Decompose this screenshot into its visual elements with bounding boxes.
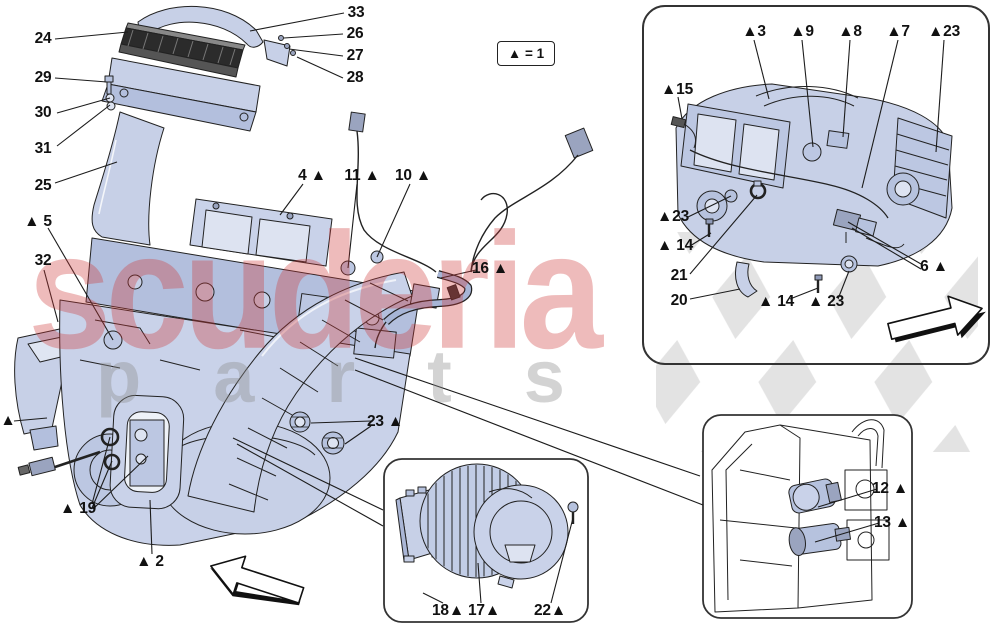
wiring-harness [340,111,594,349]
leader-line [344,425,372,445]
leader-line [687,195,732,218]
leader-line [43,269,59,323]
heater-matrix [118,22,246,78]
sensor-probe [17,450,101,477]
leader-line [54,31,129,40]
leader-line [837,270,850,300]
leader-line [56,97,111,114]
connector-15 [670,116,697,149]
leader-line [677,96,683,120]
legend-box: ▲ = 1 [497,41,555,66]
screw-14-bottom [814,274,823,293]
leader-line [288,48,344,57]
leader-line [249,12,345,32]
leader-line [232,437,384,511]
hvac-main-assembly [14,6,594,546]
leader-line [817,488,878,508]
leader-line [310,420,372,424]
leader-lines [13,12,945,604]
leader-line [842,39,851,138]
blower-motor-17 [419,463,569,589]
leader-line [354,369,704,506]
leader-line [376,183,411,258]
elbow-hose [734,261,758,298]
leader-line [814,522,880,543]
bolt-29 [104,75,116,111]
leader-line [689,232,712,247]
leader-line [54,161,118,184]
leader-line [851,227,922,270]
legend-label: ▲ = 1 [507,46,545,61]
leader-line [149,499,153,555]
actuator-12 [788,478,842,514]
leader-line [753,39,770,100]
leader-line [689,194,758,275]
leader-line [92,455,149,510]
leader-line [935,39,945,153]
leader-line [47,227,114,341]
air-duct-25 [91,111,165,246]
leader-line [422,592,444,604]
direction-arrow-right [887,295,986,343]
o-ring [103,453,121,471]
leader-line [354,357,701,477]
leader-line [236,443,384,527]
leader-line [296,56,344,79]
leader-line [56,104,111,147]
detail-box-side-view [702,414,913,619]
leader-line [283,33,344,39]
leader-line [54,77,108,83]
ribbed-duct [187,271,413,513]
leader-line [347,183,358,269]
mount-plate-19 [129,419,165,487]
mounting-bracket [263,35,296,67]
leader-line [789,287,819,300]
leader-line [91,460,113,509]
leader-line [689,288,741,300]
grommets-23 [289,411,345,455]
leader-line [91,436,111,505]
leader-line [477,562,482,604]
top-cover-4 [189,198,333,267]
leader-line [847,221,922,265]
leader-line [801,39,814,148]
screw-22 [567,501,579,524]
leader-line [13,417,48,422]
actuator-13 [788,523,852,557]
leader-line [861,39,899,189]
leader-line [279,183,304,216]
o-ring [100,427,120,447]
leader-line [550,517,574,604]
detail-box-blower [383,458,589,623]
leader-line [440,269,477,279]
direction-arrow-left [210,555,305,606]
detail-box-rear-view [642,5,990,452]
